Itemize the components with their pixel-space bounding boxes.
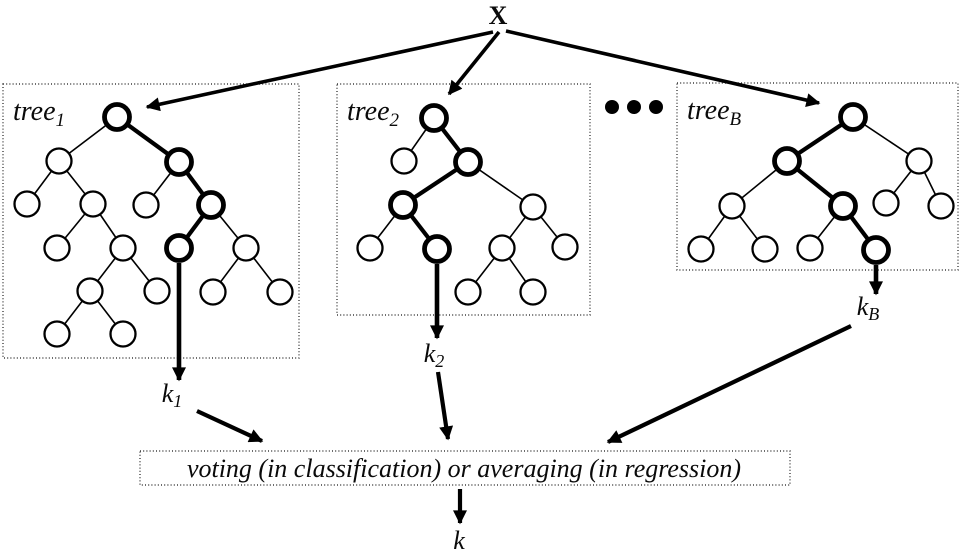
k1-base: k <box>162 379 174 408</box>
tree-node <box>132 191 160 219</box>
tree-node <box>13 190 41 218</box>
tree1-label-base: tree <box>13 96 56 127</box>
tree-node <box>45 147 73 175</box>
tree-node <box>551 233 579 261</box>
arrow-k2-to-voting <box>435 371 454 441</box>
tree-node <box>872 189 900 217</box>
tree-node <box>196 190 226 220</box>
tree-box-1 <box>2 83 300 359</box>
tree-node <box>453 147 483 177</box>
ellipsis-dot <box>605 100 619 114</box>
tree-node <box>838 102 868 132</box>
input-x-label: X <box>489 1 508 30</box>
voting-box-label: voting (in classification) or averaging … <box>187 454 741 483</box>
treeB-label: treeB <box>687 95 742 130</box>
tree-node <box>796 234 824 262</box>
tree-node <box>419 103 449 133</box>
tree-node <box>109 320 137 348</box>
k1-subscript: 1 <box>173 391 182 411</box>
tree-node <box>143 277 171 305</box>
tree-node <box>356 234 384 262</box>
tree-node <box>164 147 194 177</box>
tree-node <box>422 234 452 264</box>
k2-base: k <box>424 339 436 368</box>
k2-subscript: 2 <box>435 351 444 371</box>
ellipsis-dot <box>627 100 641 114</box>
tree-node <box>519 278 547 306</box>
tree-box-B <box>676 82 959 271</box>
tree-node <box>488 234 516 262</box>
tree-node <box>905 147 933 175</box>
final-output-k-label: k <box>453 526 465 555</box>
arrow-x-to-treeB <box>505 29 821 107</box>
arrow-x-to-tree2 <box>447 30 501 96</box>
tree-node <box>390 147 418 175</box>
voting-box <box>139 450 791 486</box>
tree-node <box>102 102 132 132</box>
kB-subscript: B <box>868 304 879 324</box>
tree2-label-subscript: 2 <box>390 110 400 131</box>
tree-node <box>43 234 71 262</box>
k2-output-label: k2 <box>424 339 445 371</box>
kB-output-label: kB <box>857 292 880 324</box>
tree-node <box>232 234 260 262</box>
tree-node <box>772 146 802 176</box>
tree-node <box>199 278 227 306</box>
tree-node <box>109 234 137 262</box>
tree1-label-subscript: 1 <box>56 110 66 131</box>
k1-output-label: k1 <box>162 379 183 411</box>
arrow-x-to-tree1 <box>145 30 494 112</box>
tree-node <box>927 192 955 220</box>
tree-node <box>266 278 294 306</box>
tree1-label: tree1 <box>13 96 65 131</box>
shapes-layer <box>2 29 959 525</box>
tree-node <box>718 192 746 220</box>
tree-node <box>751 235 779 263</box>
tree-node <box>687 235 715 263</box>
kB-base: k <box>857 292 869 321</box>
treeB-label-subscript: B <box>730 109 742 130</box>
ellipsis-dot <box>649 100 663 114</box>
tree-node <box>454 278 482 306</box>
tree-node <box>164 233 194 263</box>
tree-node <box>76 277 104 305</box>
tree2-label: tree2 <box>347 96 400 131</box>
tree-node <box>388 190 418 220</box>
arrow-k1-to-voting <box>196 409 264 443</box>
tree-node <box>861 235 891 265</box>
treeB-label-base: tree <box>687 95 730 126</box>
tree-node <box>828 191 858 221</box>
tree-box-2 <box>336 83 591 316</box>
tree2-label-base: tree <box>347 96 390 127</box>
arrow-kB-to-voting <box>606 324 852 444</box>
tree-node <box>79 190 107 218</box>
labels-layer: X tree1 tree2 treeB k1 k2 kB voting (in … <box>13 1 879 555</box>
tree-node <box>519 193 547 221</box>
tree-node <box>43 320 71 348</box>
